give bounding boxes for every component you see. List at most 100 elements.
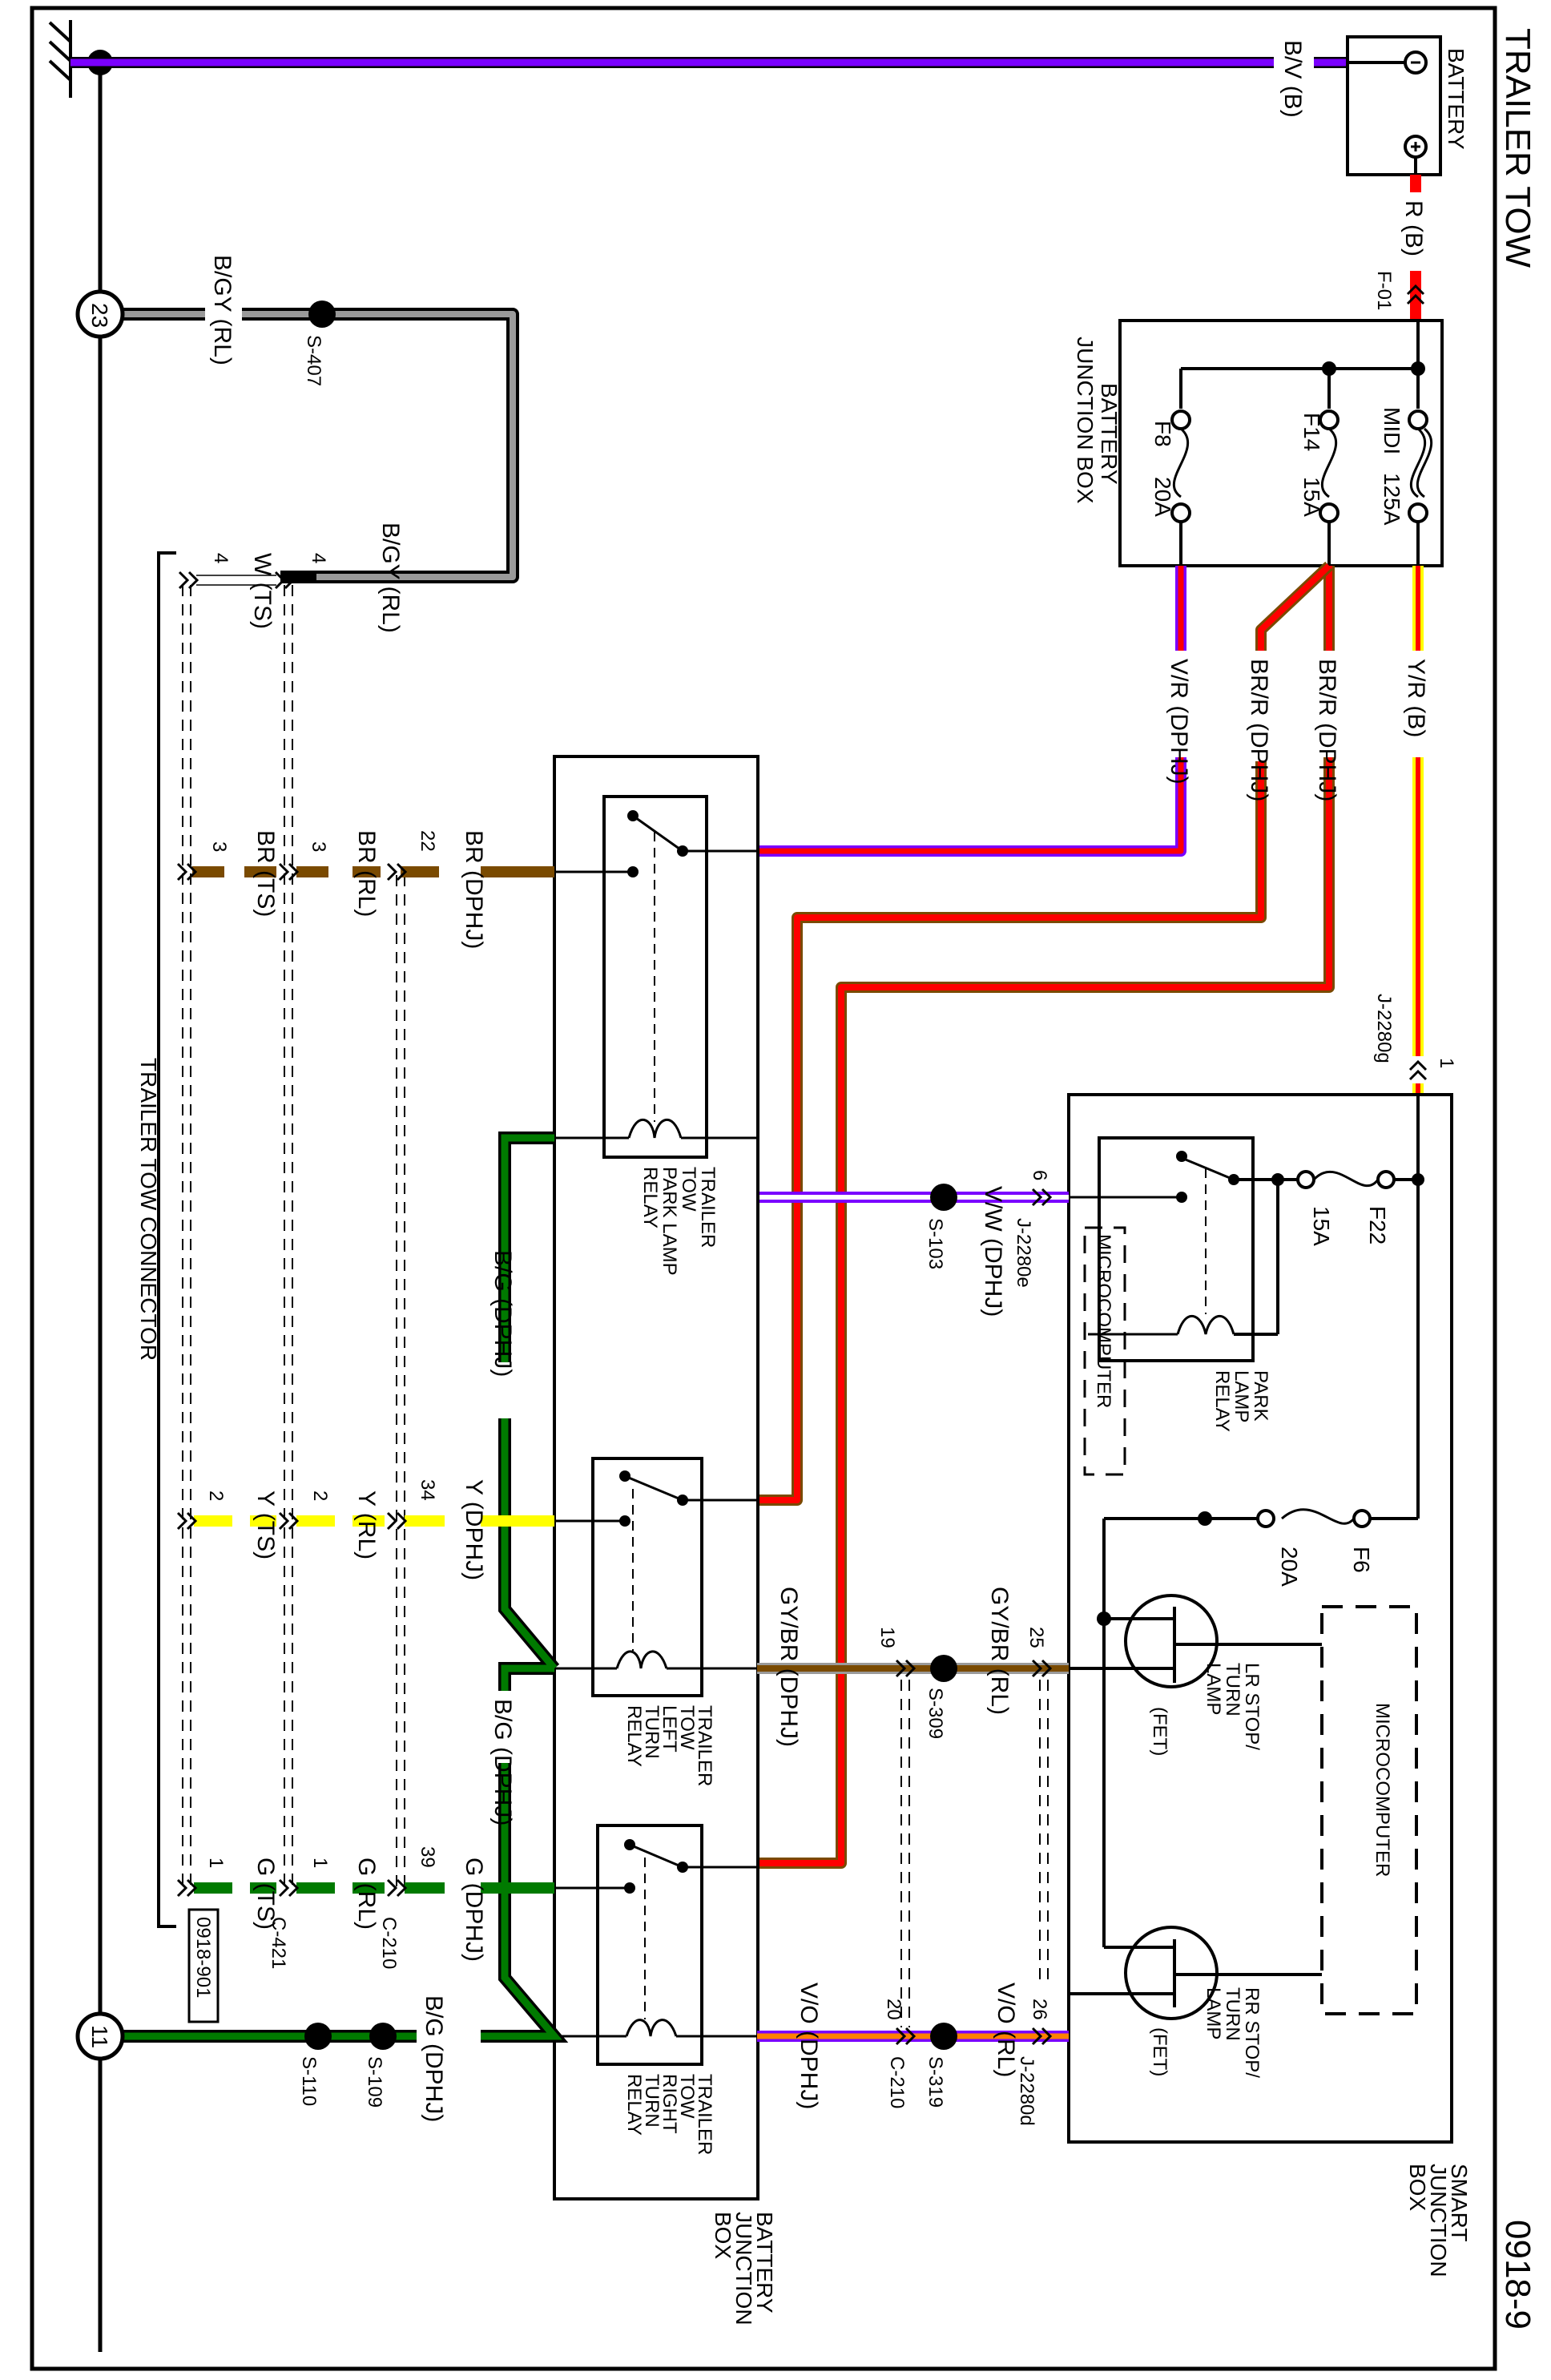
connector-pin-22: 22 — [417, 830, 438, 852]
fuse-midi-rating: 125A — [1380, 473, 1404, 526]
left-relay-label-5: RELAY — [623, 1705, 645, 1767]
wire-label-vo-dphj: V/O (DPHJ) — [796, 1983, 822, 2109]
sjb-label-3: BOX — [1405, 2164, 1430, 2211]
connector-label-j2280e: J-2280e — [1013, 1218, 1034, 1288]
rr-fet-icon — [1069, 1926, 1322, 2020]
microcomputer-park — [1083, 1226, 1126, 1476]
splice-s109 — [369, 2023, 397, 2050]
wire-label-y-ts: Y (TS) — [252, 1491, 279, 1559]
connector-pin-2a: 2 — [309, 1491, 331, 1501]
wire-label-w-ts: W (TS) — [249, 553, 276, 629]
connector-c421-pin1-icon — [278, 1878, 299, 1898]
wire-label-bg-dphj-3: B/G (DPHJ) — [421, 1995, 447, 2122]
connector-outline-c421 — [284, 585, 293, 1891]
page-border — [30, 6, 1497, 2371]
wire-label-g-rl: G (RL) — [353, 1858, 380, 1930]
fuse-midi-icon — [1408, 369, 1433, 566]
ground-node-11-label: 11 — [87, 2025, 112, 2048]
connector-label-f01: F-01 — [1373, 271, 1395, 310]
connector-pin-j2280d: 26 — [1029, 1999, 1050, 2020]
wire-label-g-ts: G (TS) — [252, 1858, 279, 1930]
connector-j2280g-icon — [1408, 1060, 1428, 1081]
ground-node-23-label: 23 — [87, 303, 112, 328]
wire-label-g-dphj: G (DPHJ) — [461, 1858, 487, 1962]
left-relay-label-2: TOW — [676, 1705, 698, 1750]
wire-label-bv-b: B/V (B) — [1279, 40, 1306, 118]
bjb-relay-label-2: JUNCTION — [731, 2212, 756, 2326]
splice-s309 — [930, 1655, 957, 1682]
ground-node-23 — [75, 289, 125, 339]
battery-label: BATTERY — [1444, 48, 1468, 150]
connector-pin-3b: 3 — [208, 841, 230, 852]
splice-s103 — [930, 1184, 957, 1211]
wire-label-bg-dphj-1: B/G (DPHJ) — [489, 1250, 516, 1377]
wire-label-y-rl: Y (RL) — [353, 1491, 380, 1559]
park-relay-label-3: PARK LAMP — [659, 1167, 680, 1276]
park-relay-label-2: TOW — [678, 1167, 699, 1212]
park-lamp-relay-label-3: RELAY — [1211, 1370, 1233, 1432]
sjb-label-1: SMART — [1447, 2164, 1472, 2242]
wire-label-vw-dphj: V/W (DPHJ) — [980, 1186, 1006, 1317]
bjb-relay-label-1: BATTERY — [752, 2212, 777, 2313]
rr-fet-label-1: RR STOP/ — [1241, 1987, 1263, 2078]
battery — [1346, 35, 1442, 176]
wire-label-vo-rl: V/O (RL) — [993, 1983, 1019, 2077]
trailer-tow-connector-ref: 0918-901 — [192, 1917, 214, 1998]
connector-pin-19: 19 — [876, 1627, 898, 1648]
splice-label-s309: S-309 — [925, 1688, 946, 1739]
fuse-f6-name: F6 — [1349, 1547, 1374, 1573]
fuse-f14-rating: 15A — [1299, 477, 1324, 517]
page-title: TRAILER TOW — [1498, 28, 1537, 268]
fuse-f8-name: F8 — [1150, 421, 1175, 447]
connector-pin-39: 39 — [417, 1846, 438, 1868]
right-relay-label-4: TURN — [641, 2074, 663, 2128]
wire-brr-dphj-1 — [757, 566, 1335, 1869]
connector-label-c210: C-210 — [378, 1917, 400, 1969]
trailer-tow-connector-label: TRAILER TOW CONNECTOR — [136, 1058, 161, 1361]
connector-pin-4b: 4 — [210, 553, 232, 563]
microcomputer-park-label: MICROCOMPUTER — [1093, 1234, 1114, 1408]
connector-outline-trailer-tow — [182, 585, 191, 1891]
trailer-tow-connector-ref-box — [187, 1908, 220, 2023]
fuse-f22-rating: 15A — [1309, 1206, 1334, 1246]
park-relay-label-4: RELAY — [639, 1167, 661, 1228]
splice-s407 — [308, 301, 336, 328]
connector-c421-pin2-icon — [278, 1511, 299, 1531]
splice-label-s110: S-110 — [298, 2056, 320, 2106]
left-relay-label-3: LEFT — [659, 1705, 680, 1753]
microcomputer-fet-label: MICROCOMPUTER — [1372, 1703, 1393, 1877]
trailer-tow-right-turn-relay — [554, 1824, 757, 2066]
connector-pin-j2280g: 1 — [1436, 1058, 1457, 1068]
wire-bgy-rl — [120, 308, 519, 583]
connector-trailer-pin1-icon — [176, 1878, 197, 1898]
fuse-f8-icon — [1170, 369, 1191, 566]
battery-junction-box-relays — [553, 755, 759, 2200]
left-relay-label-4: TURN — [641, 1705, 663, 1759]
sjb-label-2: JUNCTION — [1426, 2164, 1451, 2277]
wire-label-br-ts: BR (TS) — [252, 830, 279, 917]
wire-label-gybr-rl: GY/BR (RL) — [986, 1587, 1013, 1715]
fuse-midi-name: MIDI — [1380, 407, 1404, 454]
lr-fet-label-3: LAMP — [1203, 1663, 1224, 1715]
wire-label-brr-dphj-1: BR/R (DPHJ) — [1314, 659, 1340, 801]
connector-outline-c210-trailer — [396, 875, 405, 1891]
park-lamp-relay-label-1: PARK — [1250, 1370, 1271, 1422]
battery-junction-box-fuses — [1118, 319, 1444, 567]
wire-label-bgy-rl-2: B/GY (RL) — [377, 522, 404, 633]
wire-bg-dphj — [120, 1132, 569, 2043]
trailer-tow-left-turn-relay — [554, 1457, 757, 1697]
connector-pin-3a: 3 — [308, 841, 329, 852]
right-relay-label-2: TOW — [676, 2074, 698, 2119]
ground-icon — [48, 20, 72, 98]
microcomputer-fet — [1320, 1605, 1418, 2015]
park-relay-label-1: TRAILER — [697, 1167, 719, 1248]
rr-fet-label-3: LAMP — [1203, 1987, 1224, 2039]
wire-label-br-rl: BR (RL) — [353, 830, 380, 917]
wire-label-yr-b: Y/R (B) — [1403, 659, 1429, 737]
rr-fet-type: (FET) — [1149, 2027, 1170, 2076]
left-relay-label-1: TRAILER — [694, 1705, 715, 1786]
bjb-relay-label-3: BOX — [711, 2212, 735, 2259]
connector-pin-j2280e: 6 — [1029, 1170, 1050, 1180]
lr-fet-icon — [1069, 1594, 1322, 1688]
